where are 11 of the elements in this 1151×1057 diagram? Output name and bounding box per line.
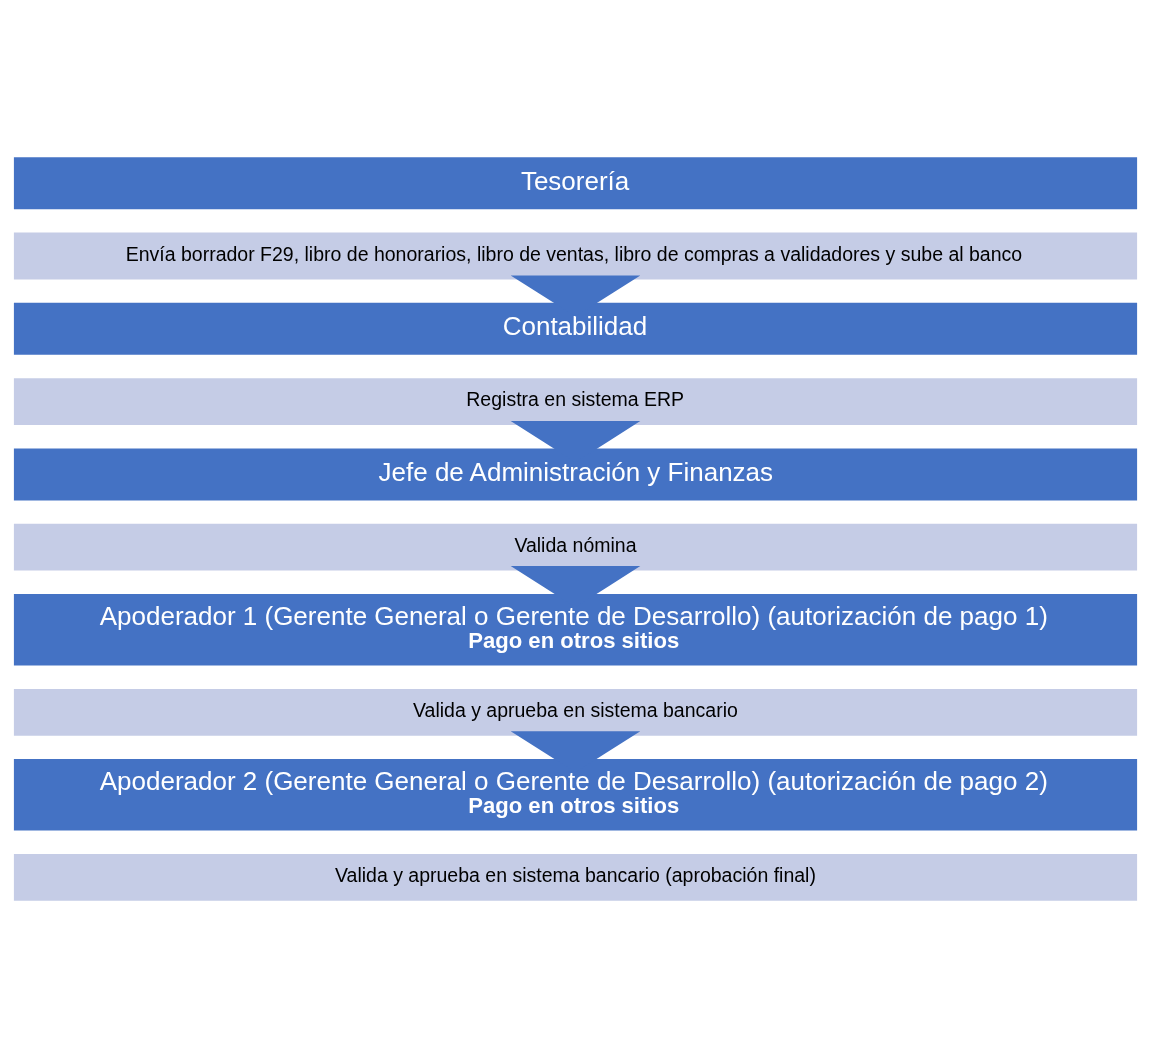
node-box: Apoderador 1 (Gerente General o Gerente de Desarrollo) (autorización de pago 1) Pago en otros sitios [13,593,1138,665]
node-box: Valida nómina [13,523,1138,571]
node-box: Tesorería [13,156,1138,209]
node-box: Jefe de Administración y Finanzas [13,447,1138,500]
arrow [510,274,641,317]
node-box: Registra en sistema ERP [13,377,1138,425]
node-box: Contabilidad [13,302,1138,355]
node-box: Envía borrador F29, libro de honorarios, libro de ventas, libro de compras a validadores y sube al banco [13,232,1138,279]
node-box: Valida y aprueba en sistema bancario (aprobación final) [13,853,1138,901]
node-box: Valida y aprueba en sistema bancario [13,688,1138,736]
node-box: Apoderador 2 (Gerente General o Gerente de Desarrollo) (autorización de pago 2) Pago en otros sitios [13,758,1138,831]
